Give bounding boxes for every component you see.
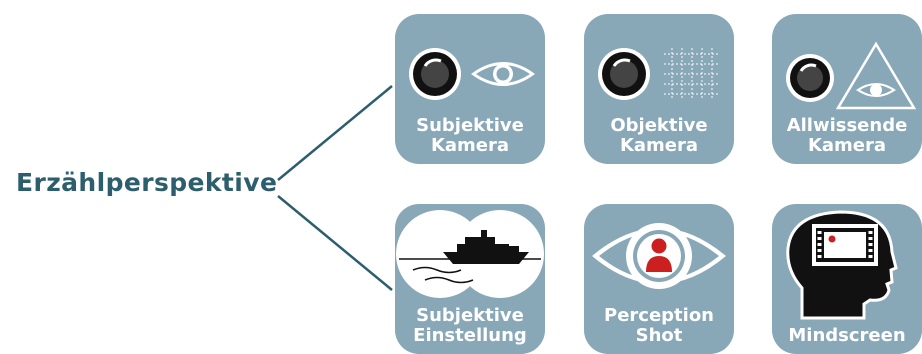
tile-label-line2: Kamera	[430, 135, 510, 156]
eye-icon	[471, 62, 535, 86]
tile-label-line1: Allwissende	[786, 115, 908, 136]
tile-label: Allwissende Kamera	[772, 116, 922, 156]
tile-objektive-kamera: Objektive Kamera	[584, 14, 734, 164]
tile-allwissende-kamera: Allwissende Kamera	[772, 14, 922, 164]
tile-subjektive-kamera: Subjektive Kamera	[395, 14, 545, 164]
tile-label: Subjektive Einstellung	[395, 306, 545, 346]
tile-label-line2: Shot	[635, 325, 683, 346]
tile-label-line2: Kamera	[619, 135, 699, 156]
lens-icon	[786, 54, 834, 102]
connector-line-bottom	[277, 195, 393, 291]
tile-perception-shot: Perception Shot	[584, 204, 734, 354]
tile-label-line1: Perception	[604, 305, 714, 326]
tile-label: Mindscreen	[772, 326, 922, 346]
root-node-label: Erzählperspektive	[16, 168, 278, 197]
tile-label: Perception Shot	[584, 306, 734, 346]
grid-icon	[664, 48, 720, 100]
tile-label: Subjektive Kamera	[395, 116, 545, 156]
person-figure-icon	[646, 238, 672, 272]
tile-label-line1: Subjektive	[416, 115, 524, 136]
tile-label-line2: Kamera	[807, 135, 887, 156]
lens-icon	[598, 48, 650, 100]
tile-label-line2: Einstellung	[413, 325, 527, 346]
water-waves-icon	[399, 258, 541, 284]
lens-icon	[409, 48, 461, 100]
tile-mindscreen: Mindscreen	[772, 204, 922, 354]
tile-label: Objektive Kamera	[584, 116, 734, 156]
eye-in-triangle-icon	[835, 41, 917, 110]
tile-label-line1: Objektive	[610, 115, 708, 136]
ship-icon	[443, 230, 529, 264]
tile-label-line1: Mindscreen	[788, 325, 906, 346]
screen-icon	[812, 224, 878, 266]
tile-subjektive-einstellung: Subjektive Einstellung	[395, 204, 545, 354]
connector-line-top	[277, 85, 393, 181]
tile-label-line1: Subjektive	[416, 305, 524, 326]
